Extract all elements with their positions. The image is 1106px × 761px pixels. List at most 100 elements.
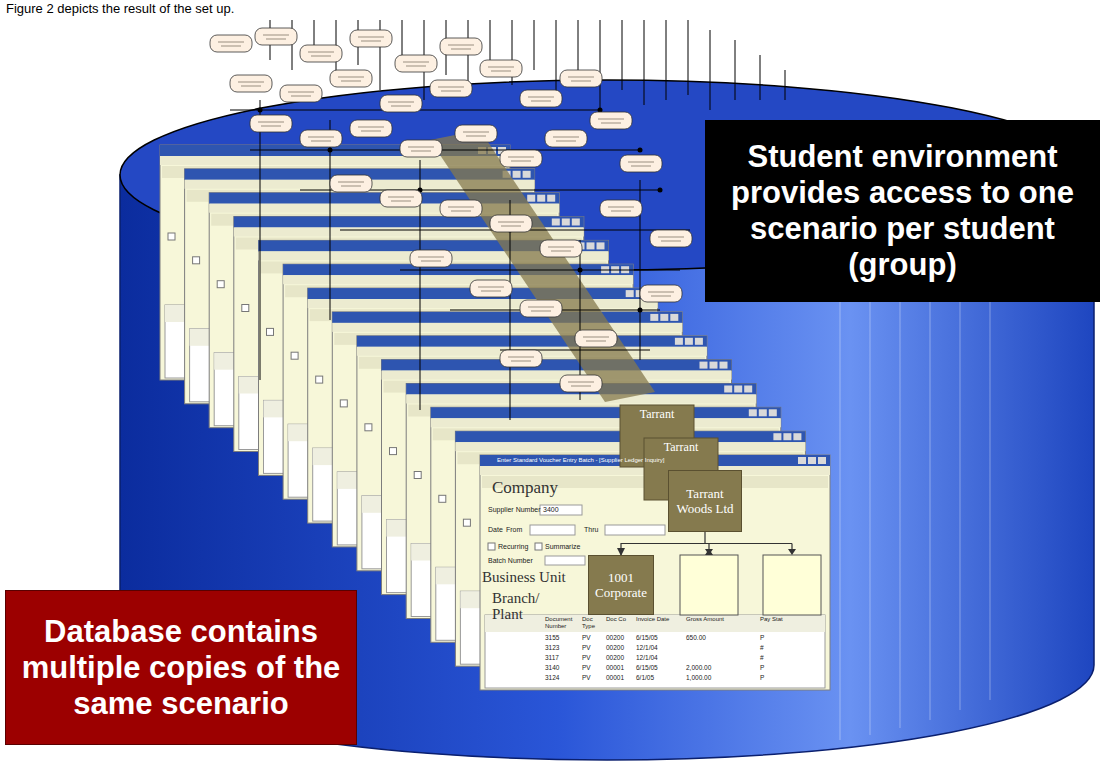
table-cell-holder: 00001 [606, 664, 624, 672]
org-box-text: Tarrant [644, 440, 718, 454]
field-label-holder: Batch Number [488, 556, 533, 565]
figure-title-holder: Figure 2 depicts the result of the set u… [6, 1, 234, 16]
field-label-holder: From [506, 525, 522, 534]
table-cell: 00001 [606, 674, 624, 682]
table-cell: 3117 [545, 654, 559, 662]
table-cell-holder: PV [582, 654, 591, 662]
field-label: Supplier Number [488, 505, 541, 514]
table-cell-holder: 3140 [545, 664, 559, 672]
table-cell: 12/1/04 [636, 644, 658, 652]
table-cell: PV [582, 674, 591, 682]
org-box-text: 1001 Corporate [593, 570, 649, 600]
table-cell: PV [582, 644, 591, 652]
org-box-text-holder: Tarrant [620, 407, 694, 421]
table-cell: 3140 [545, 664, 559, 672]
table-cell: 6/1/05 [636, 674, 654, 682]
callout-box-text: Student environment provides access to o… [715, 139, 1090, 283]
table-header-holder: Pay Stat [760, 616, 790, 623]
form-heading: Company [492, 478, 558, 497]
table-cell-holder: 00200 [606, 634, 624, 642]
org-box-text: Tarrant [620, 407, 694, 421]
table-cell: 6/15/05 [636, 664, 658, 672]
table-cell-holder: 00200 [606, 644, 624, 652]
process-map-boxes [210, 28, 692, 392]
table-header-holder: Gross Amount [686, 616, 726, 623]
table-cell: # [760, 654, 764, 662]
process-map-lines [230, 20, 785, 420]
table-header: Doc Co [606, 616, 632, 623]
table-cell-holder: PV [582, 634, 591, 642]
table-header-holder: Invoice Date [636, 616, 676, 623]
table-cell-holder: 3123 [545, 644, 559, 652]
checkbox-label-holder: Recurring [498, 542, 528, 551]
org-box-empty [763, 555, 821, 615]
window-title-holder: Enter Standard Voucher Entry Batch - [Su… [497, 456, 664, 464]
table-cell: 3155 [545, 634, 559, 642]
table-cell-holder: PV [582, 644, 591, 652]
table-cell: 1,000.00 [686, 674, 711, 682]
table-cell-holder: 3124 [545, 674, 559, 682]
table-header-holder: Doc Type [582, 616, 604, 630]
table-header-holder: Document Number [545, 616, 579, 630]
table-cell: 00200 [606, 654, 624, 662]
table-cell: PV [582, 634, 591, 642]
table-header: Gross Amount [686, 616, 726, 623]
table-header-holder: Doc Co [606, 616, 632, 623]
checkbox-label: Summarize [545, 542, 580, 551]
table-cell-holder: 6/15/05 [636, 664, 658, 672]
table-cell: # [760, 644, 764, 652]
table-cell-holder: P [760, 664, 764, 672]
field-label: Batch Number [488, 556, 533, 565]
table-cell-holder: 12/1/04 [636, 644, 658, 652]
table-cell: 650.00 [686, 634, 706, 642]
table-cell-holder: 6/15/05 [636, 634, 658, 642]
table-cell: 00200 [606, 634, 624, 642]
table-cell-holder: # [760, 644, 764, 652]
table-cell-holder: 650.00 [686, 634, 706, 642]
table-cell-holder: 1,000.00 [686, 674, 711, 682]
field-label: Date [488, 525, 503, 534]
form-heading-holder: Company [492, 478, 558, 497]
checkbox-label-holder: Summarize [545, 542, 580, 551]
table-cell: 6/15/05 [636, 634, 658, 642]
table-cell-holder: # [760, 654, 764, 662]
field-value: 3400 [543, 505, 559, 514]
table-cell-holder: PV [582, 664, 591, 672]
table-header: Doc Type [582, 616, 604, 630]
table-cell: 00001 [606, 664, 624, 672]
field-label: From [506, 525, 522, 534]
field-label: Thru [584, 525, 598, 534]
org-box-text-holder: Tarrant [644, 440, 718, 454]
table-cell-holder: 12/1/04 [636, 654, 658, 662]
shaded-band [430, 130, 655, 402]
field-label-holder: Date [488, 525, 503, 534]
table-cell: P [760, 634, 764, 642]
table-cell-holder: 2,000.00 [686, 664, 711, 672]
org-box-empty [680, 555, 738, 615]
figure-title: Figure 2 depicts the result of the set u… [6, 1, 234, 16]
table-cell: P [760, 664, 764, 672]
form-heading-holder: Business Unit [482, 569, 566, 586]
org-arrowheads [705, 549, 796, 555]
cylinder-stripes [840, 300, 990, 740]
table-cell: 2,000.00 [686, 664, 711, 672]
table-cell: P [760, 674, 764, 682]
table-cell: PV [582, 664, 591, 672]
table-cell-holder: P [760, 674, 764, 682]
table-cell-holder: 00001 [606, 674, 624, 682]
process-map-dots [258, 108, 663, 313]
table-cell-holder: PV [582, 674, 591, 682]
callout-box-text: Database contains multiple copies of the… [16, 614, 346, 722]
table-header: Invoice Date [636, 616, 676, 623]
callout-box: Student environment provides access to o… [705, 120, 1100, 302]
table-cell: 3123 [545, 644, 559, 652]
org-box: Tarrant Woods Ltd [668, 470, 742, 532]
checkbox-label: Recurring [498, 542, 528, 551]
org-branch-lines [705, 544, 792, 551]
table-cell-holder: 6/1/05 [636, 674, 654, 682]
org-box-text: Tarrant Woods Ltd [673, 486, 737, 516]
window-title: Enter Standard Voucher Entry Batch - [Su… [497, 456, 664, 464]
table-header: Pay Stat [760, 616, 790, 623]
org-box: 1001 Corporate [588, 555, 654, 615]
